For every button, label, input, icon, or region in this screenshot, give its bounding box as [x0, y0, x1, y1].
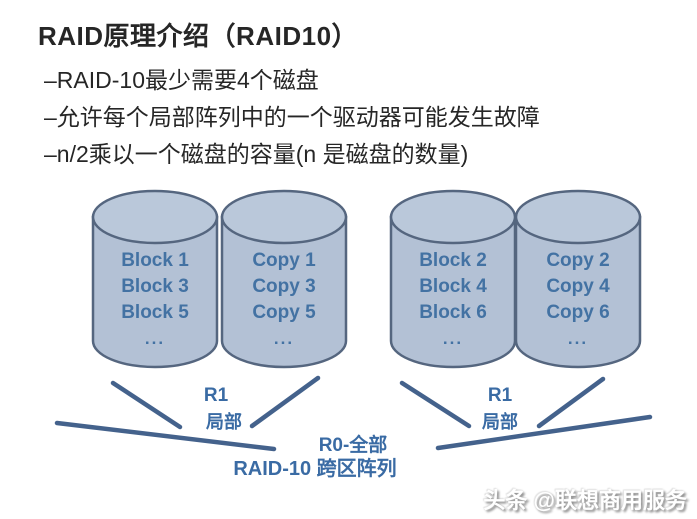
disk-block-label: Copy 4 [546, 276, 610, 297]
watermark: 头条 @联想商用服务 [483, 488, 687, 513]
disk-ellipsis: ... [273, 329, 295, 348]
mirror-right-jubu-label: 局部 [482, 412, 518, 432]
mirror-left-connector-a [110, 380, 183, 430]
mirror-left-r1-label: R1 [203, 385, 229, 406]
mirror-right-r1-label: R1 [487, 385, 513, 406]
disk-block-label: Block 5 [121, 302, 189, 323]
disk-cylinder-top [220, 189, 348, 245]
stripe-connector-right [435, 414, 653, 451]
disk-cylinder-body [389, 215, 517, 369]
disk-block-label: Block 1 [121, 250, 189, 271]
bullet-item: –允许每个局部阵列中的一个驱动器可能发生故障 [44, 104, 540, 130]
disk-block-label: Block 2 [419, 250, 487, 271]
bullet-item: –RAID-10最少需要4个磁盘 [44, 67, 319, 93]
bullet-list: –RAID-10最少需要4个磁盘 –允许每个局部阵列中的一个驱动器可能发生故障 … [44, 62, 540, 173]
disk-cylinder-body [91, 215, 219, 369]
disk-ellipsis: ... [567, 329, 589, 348]
disk-cylinders [91, 189, 642, 369]
mirror-right-connector-a [399, 380, 472, 429]
disk-cylinder-body [514, 215, 642, 369]
disk-cylinder-top [514, 189, 642, 245]
mirror-left-connector-b [249, 375, 321, 429]
disk-1-contents: Block 1 Block 3 Block 5 ... [93, 248, 217, 352]
stripe-r0-label: R0-全部 [318, 435, 388, 456]
mirror-right-connector-b [536, 376, 606, 429]
disk-3-contents: Block 2 Block 4 Block 6 ... [391, 248, 515, 352]
disk-ellipsis: ... [442, 329, 464, 348]
page-title: RAID原理介绍（RAID10） [38, 21, 359, 51]
disk-block-label: Copy 6 [546, 302, 610, 323]
stripe-raid10-label: RAID-10 跨区阵列 [233, 458, 397, 480]
disk-cylinder-top [389, 189, 517, 245]
disk-block-label: Copy 5 [252, 302, 316, 323]
disk-cylinder-top [91, 189, 219, 245]
disk-block-label: Block 3 [121, 276, 189, 297]
stripe-connector-left [54, 420, 277, 452]
disk-cylinder-body [220, 215, 348, 369]
disk-block-label: Block 6 [419, 302, 487, 323]
disk-block-label: Copy 2 [546, 250, 610, 271]
disk-block-label: Block 4 [419, 276, 487, 297]
connector-lines [54, 375, 653, 452]
disk-2-contents: Copy 1 Copy 3 Copy 5 ... [222, 248, 346, 352]
disk-4-contents: Copy 2 Copy 4 Copy 6 ... [516, 248, 640, 352]
disk-ellipsis: ... [144, 329, 166, 348]
bullet-item: –n/2乘以一个磁盘的容量(n 是磁盘的数量) [44, 141, 469, 167]
disk-block-label: Copy 1 [252, 250, 316, 271]
disk-block-label: Copy 3 [252, 276, 316, 297]
mirror-left-jubu-label: 局部 [206, 412, 242, 432]
